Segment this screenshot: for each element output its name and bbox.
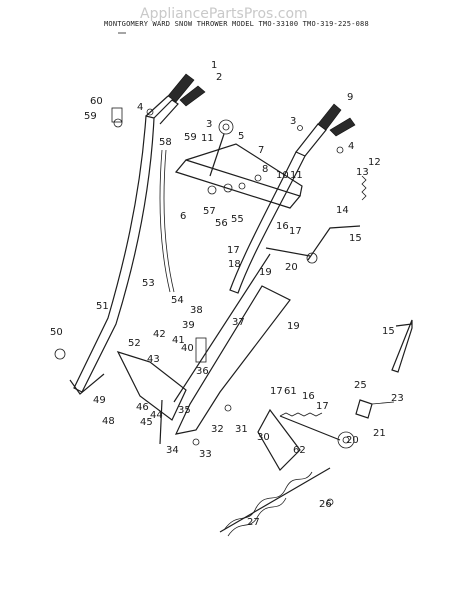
callout-c30: 30: [257, 432, 270, 443]
callout-c17c: 17: [270, 386, 283, 397]
callout-c40: 40: [181, 343, 194, 354]
callout-c19: 19: [259, 267, 272, 278]
callout-c5: 5: [238, 131, 244, 142]
callout-c27: 27: [247, 517, 260, 528]
callout-c17: 17: [227, 245, 240, 256]
callout-c17d: 17: [316, 401, 329, 412]
callout-c59: 59: [84, 111, 97, 122]
callout-c17b: 17: [289, 226, 302, 237]
callout-c6: 6: [180, 211, 186, 222]
callout-c53: 53: [142, 278, 155, 289]
callout-c62: 62: [293, 445, 306, 456]
callout-c39: 39: [182, 320, 195, 331]
callout-c7: 7: [258, 145, 264, 156]
callout-c41: 41: [172, 335, 185, 346]
callout-c56: 56: [215, 218, 228, 229]
callout-c3: 3: [206, 119, 212, 130]
callout-c11: 11: [290, 170, 303, 181]
callout-c20: 20: [285, 262, 298, 273]
callout-c15: 15: [349, 233, 362, 244]
callout-c1: 1: [211, 60, 217, 71]
callout-c37: 37: [232, 317, 245, 328]
callout-c4b: 4: [348, 141, 354, 152]
callout-c55: 55: [231, 214, 244, 225]
callout-c20b: 20: [346, 435, 359, 446]
callout-c57: 57: [203, 206, 216, 217]
hardware-bits: [54, 107, 344, 506]
callout-c38: 38: [190, 305, 203, 316]
callout-c34: 34: [166, 445, 179, 456]
callout-c11b: 11: [201, 133, 214, 144]
callout-c25: 25: [354, 380, 367, 391]
callout-c14: 14: [336, 205, 349, 216]
callout-c49: 49: [93, 395, 106, 406]
callout-c2: 2: [216, 72, 222, 83]
callout-c15b: 15: [382, 326, 395, 337]
callout-c58: 58: [159, 137, 172, 148]
callout-c19b: 19: [287, 321, 300, 332]
callout-c16: 16: [276, 221, 289, 232]
callout-c45: 45: [140, 417, 153, 428]
callout-c44: 44: [150, 410, 163, 421]
diagram-title: MONTGOMERY WARD SNOW THROWER MODEL TMO-3…: [104, 20, 369, 28]
callout-c52: 52: [128, 338, 141, 349]
callout-c61: 61: [284, 386, 297, 397]
callout-c9: 9: [347, 92, 353, 103]
callout-c48: 48: [102, 416, 115, 427]
callout-c26: 26: [319, 499, 332, 510]
callout-c10: 10: [276, 170, 289, 181]
callout-c31: 31: [235, 424, 248, 435]
callout-c32: 32: [211, 424, 224, 435]
callout-c4: 4: [137, 102, 143, 113]
callout-c43: 43: [147, 354, 160, 365]
crank-assembly: [265, 175, 413, 373]
callout-c36: 36: [196, 366, 209, 377]
callout-c51: 51: [96, 301, 109, 312]
callout-c42: 42: [153, 329, 166, 340]
callout-c50: 50: [50, 327, 63, 338]
callout-c46: 46: [136, 402, 149, 413]
callout-c3b: 3: [290, 116, 296, 127]
callout-c60: 60: [90, 96, 103, 107]
watermark-text: AppliancePartsPros.com: [140, 6, 308, 22]
callout-c35: 35: [178, 405, 191, 416]
callout-c33: 33: [199, 449, 212, 460]
callout-c16b: 16: [302, 391, 315, 402]
control-cable: [159, 149, 271, 403]
callout-c18: 18: [228, 259, 241, 270]
callout-c12: 12: [368, 157, 381, 168]
callout-c23: 23: [391, 393, 404, 404]
lower-frame: [69, 285, 291, 445]
callout-c54: 54: [171, 295, 184, 306]
callout-c59b: 59: [184, 132, 197, 143]
control-panel: [174, 119, 303, 209]
callout-c13: 13: [356, 167, 369, 178]
auger-detail: [219, 399, 395, 537]
callout-c21: 21: [373, 428, 386, 439]
callout-c8: 8: [262, 164, 268, 175]
